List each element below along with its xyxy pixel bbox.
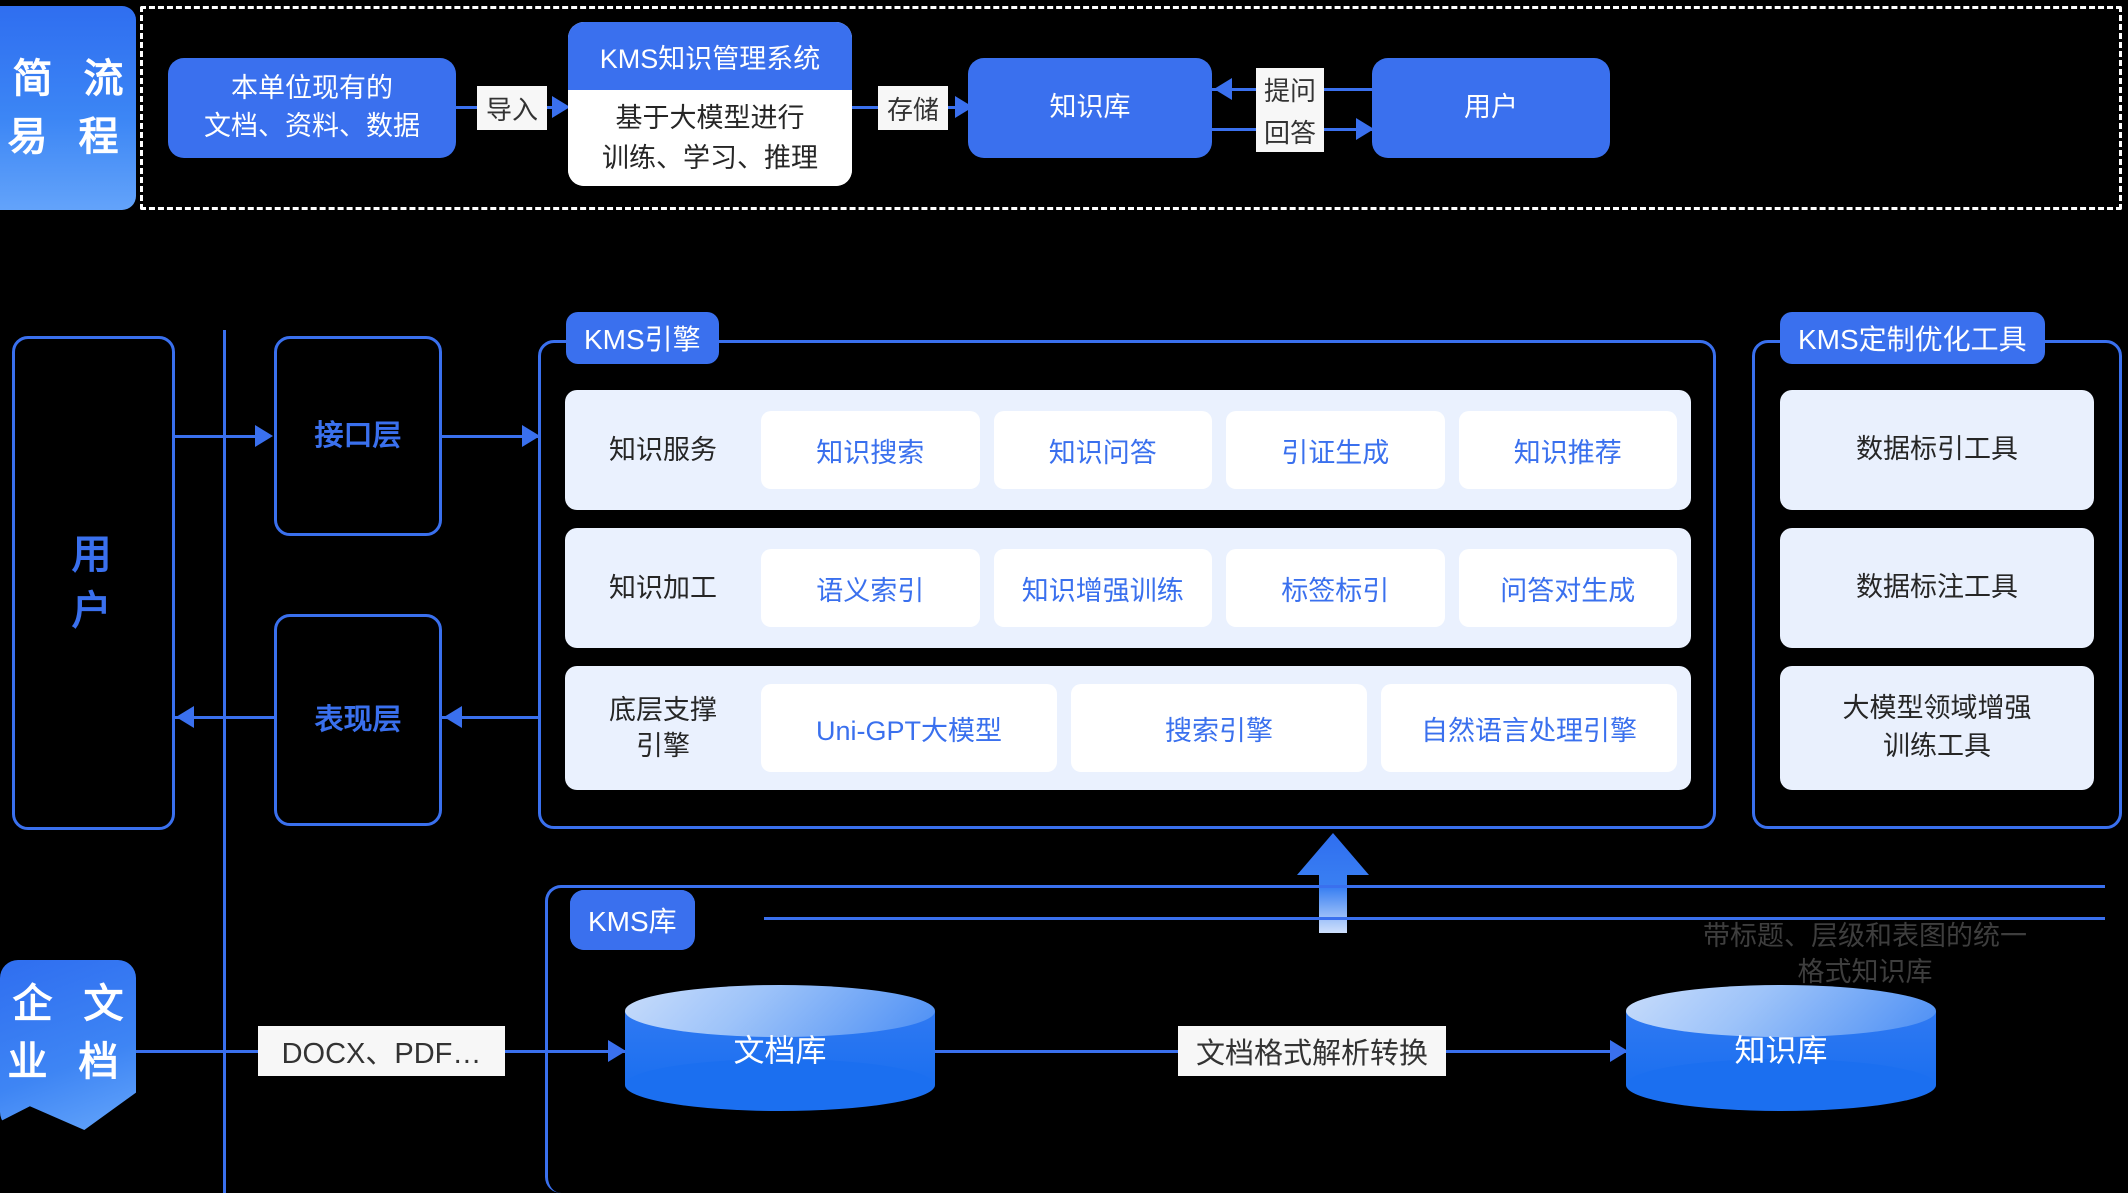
document-store-cylinder-top [625,985,935,1037]
connector-engine-to-presentation [442,716,540,719]
enterprise-doc-label: 企 文 业 档 [7,982,134,1084]
arrowhead-ask [1214,78,1232,100]
engine-cell-uni-gpt[interactable]: Uni-GPT大模型 [761,684,1057,772]
kms-engine-panel-title: KMS引擎 [566,312,719,364]
engine-cell-knowledge-qa[interactable]: 知识问答 [993,411,1212,489]
connector-doc-to-format [136,1050,262,1053]
user-box-middle[interactable]: 用 户 [12,336,175,830]
ask-label: 提问 [1264,75,1317,106]
format-label-box: DOCX、PDF… [258,1026,505,1076]
connector-convert-to-knowledgestore [1446,1050,1626,1053]
engine-row-knowledge-processing: 知识加工 语义索引 知识增强训练 标签标引 问答对生成 [565,528,1691,648]
presentation-layer-label: 表现层 [314,703,402,736]
store-label-box: 存储 [878,86,948,130]
tool-data-indexing[interactable]: 数据标引工具 [1780,390,2094,510]
connector-ask-line-left [1212,88,1258,91]
arrowhead-answer [1356,118,1374,140]
ask-label-box: 提问 [1256,68,1324,110]
answer-label: 回答 [1264,117,1317,148]
arrowhead-user-return [176,706,194,728]
connector-docstore-to-convert [935,1050,1180,1053]
arrowhead-engine [522,425,540,447]
simple-flow-region [140,6,2122,210]
knowledge-store-cylinder-top [1626,985,1936,1037]
engine-cell-semantic-index[interactable]: 语义索引 [761,549,980,627]
arrowhead-import [552,96,570,118]
enterprise-doc-tag: 企 文 业 档 [0,960,136,1130]
interface-layer-box[interactable]: 接口层 [274,336,442,536]
engine-cell-search-engine[interactable]: 搜索引擎 [1071,684,1367,772]
engine-cell-nlp-engine[interactable]: 自然语言处理引擎 [1381,684,1677,772]
engine-cell-knowledge-search[interactable]: 知识搜索 [761,411,980,489]
kms-engine-panel-title-label: KMS引擎 [584,324,701,355]
arrowhead-knowledgestore [1610,1040,1628,1062]
engine-row-2-label: 知识加工 [609,572,717,603]
kms-engine-panel [538,340,1716,829]
interface-layer-label: 接口层 [314,419,402,452]
kms-store-bracket-top-line [760,917,2105,920]
arrowhead-presentation-return [444,706,462,728]
connector-interface-to-engine [442,435,540,438]
engine-cell-qa-pair-generation[interactable]: 问答对生成 [1458,549,1677,627]
kms-system-header: KMS知识管理系统 [568,22,852,90]
knowledge-base-box[interactable]: 知识库 [968,58,1212,158]
connector-format-to-docstore [505,1050,625,1053]
engine-row-1-label: 知识服务 [609,434,717,465]
knowledge-store-note: 带标题、层级和表图的统一 格式知识库 [1703,921,2027,988]
convert-label: 文档格式解析转换 [1195,1038,1428,1070]
engine-cell-knowledge-recommend[interactable]: 知识推荐 [1458,411,1677,489]
answer-label-box: 回答 [1256,110,1324,152]
connector-kms-to-store [852,106,884,109]
user-box-top[interactable]: 用户 [1372,58,1610,158]
simple-flow-ribbon-label: 简 流 易 程 [7,57,134,159]
kms-system-body: 基于大模型进行 训练、学习、推理 [568,90,852,186]
tool-data-annotation[interactable]: 数据标注工具 [1780,528,2094,648]
document-store-cylinder-bottom [625,1059,935,1111]
engine-row-3-label: 底层支撑 引擎 [609,694,717,761]
knowledge-store-label: 知识库 [1734,1033,1828,1069]
source-data-label: 本单位现有的 文档、资料、数据 [204,73,420,141]
knowledge-store-cylinder[interactable]: 知识库 [1626,985,1936,1111]
convert-label-box: 文档格式解析转换 [1178,1026,1446,1076]
tool-domain-augmented-training[interactable]: 大模型领域增强 训练工具 [1780,666,2094,790]
import-label: 导入 [485,94,538,125]
document-store-label: 文档库 [733,1033,827,1069]
engine-row-knowledge-service: 知识服务 知识搜索 知识问答 引证生成 知识推荐 [565,390,1691,510]
connector-user-to-interface [175,435,270,438]
user-label-middle: 用 户 [71,533,116,633]
kms-store-title-overlay: KMS库 [570,890,695,950]
connector-answer-line-right [1324,128,1372,131]
presentation-layer-box[interactable]: 表现层 [274,614,442,826]
arrowhead-interface [255,425,273,447]
kms-tools-panel-title-label: KMS定制优化工具 [1798,324,2027,355]
bus-line-vertical [223,330,226,1193]
connector-presentation-to-user [175,716,275,719]
connector-ask-line-right [1324,88,1372,91]
kms-store-title-overlay-label: KMS库 [588,906,677,937]
connector-source-to-import [456,106,486,109]
engine-cell-tag-indexing[interactable]: 标签标引 [1226,549,1445,627]
arrowhead-docstore [608,1040,626,1062]
engine-cell-knowledge-augmented-training[interactable]: 知识增强训练 [993,549,1212,627]
source-data-box[interactable]: 本单位现有的 文档、资料、数据 [168,58,456,158]
kms-system-box[interactable]: KMS知识管理系统 基于大模型进行 训练、学习、推理 [568,22,852,186]
user-label-top: 用户 [1464,92,1518,123]
document-store-cylinder[interactable]: 文档库 [625,985,935,1111]
store-label: 存储 [886,94,939,125]
import-label-box: 导入 [477,86,547,130]
engine-cell-citation-generation[interactable]: 引证生成 [1226,411,1445,489]
engine-row-base-engines: 底层支撑 引擎 Uni-GPT大模型 搜索引擎 自然语言处理引擎 [565,666,1691,790]
kms-tools-panel-title: KMS定制优化工具 [1780,312,2045,364]
knowledge-base-label: 知识库 [1049,92,1131,123]
connector-answer-line-left [1212,128,1258,131]
simple-flow-ribbon: 简 流 易 程 [0,6,136,210]
knowledge-store-cylinder-bottom [1626,1059,1936,1111]
upward-flow-arrow [1297,833,1369,933]
format-label: DOCX、PDF… [281,1038,482,1070]
kms-store-bracket [545,885,2105,1193]
